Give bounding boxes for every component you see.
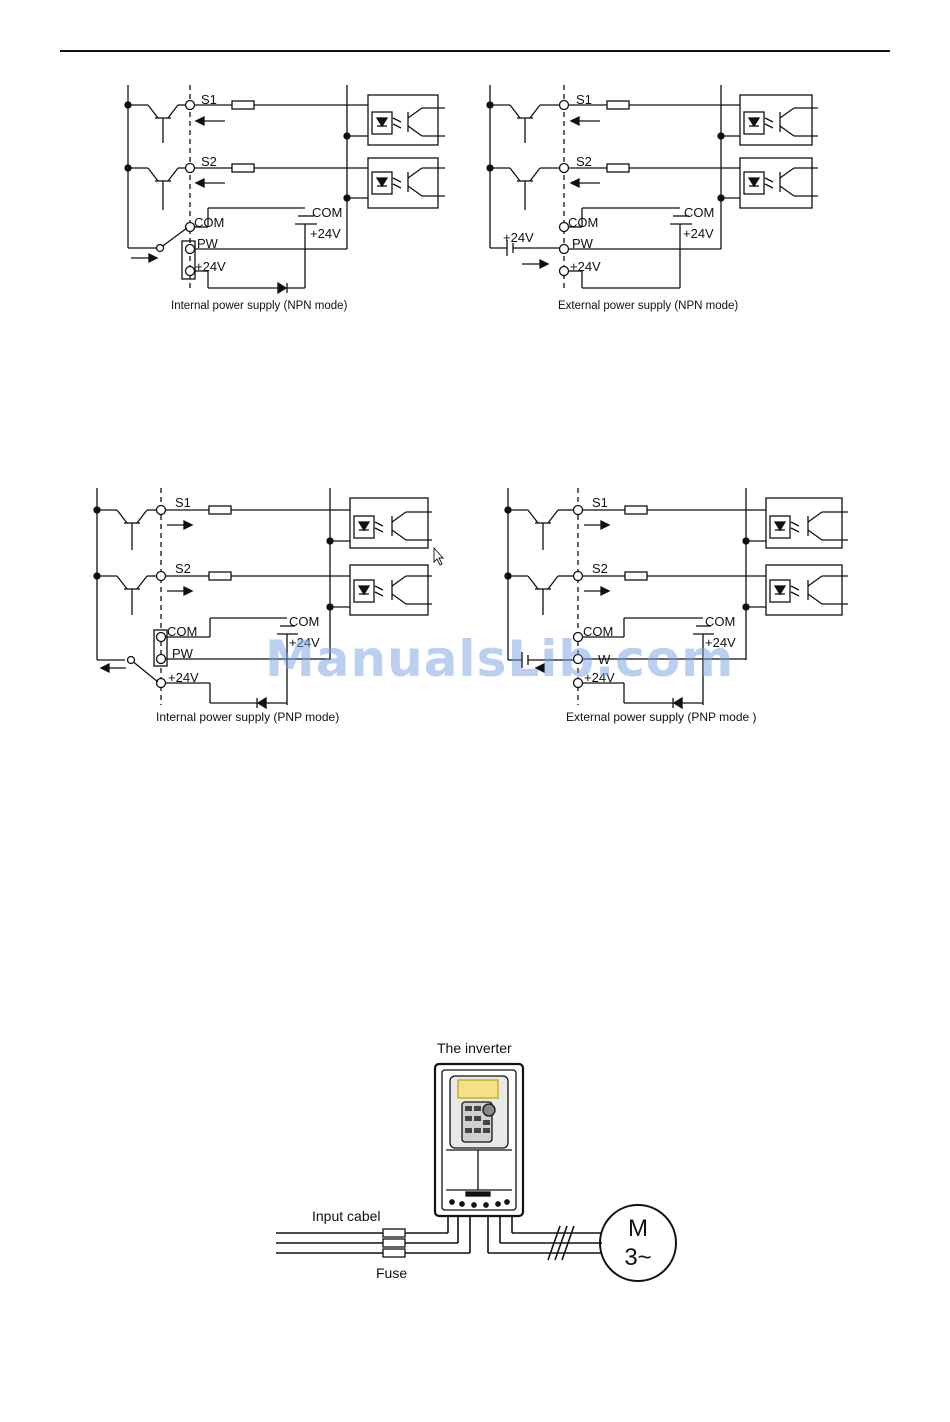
motor-m-label: M xyxy=(628,1215,648,1242)
d2-24v-left-label: +24V xyxy=(570,259,601,274)
d1-24v-left-label: +24V xyxy=(195,259,226,274)
d1-pw-label: PW xyxy=(197,236,219,251)
d3-24v-left-label: +24V xyxy=(168,670,199,685)
caption-pnp-external: External power supply (PNP mode ) xyxy=(566,710,757,724)
d3-pw-label: PW xyxy=(172,646,194,661)
d3-s1-label: S1 xyxy=(175,495,191,510)
d2-com-left-label: COM xyxy=(568,215,598,230)
motor-phase-label: 3~ xyxy=(624,1244,651,1271)
d1-s1-label: S1 xyxy=(201,92,217,107)
input-cable-label: Input cabel xyxy=(312,1208,381,1224)
d3-com-right-label: COM xyxy=(289,614,319,629)
d1-24v-right-label: +24V xyxy=(310,226,341,241)
d2-s1-label: S1 xyxy=(576,92,592,107)
d1-com-right-label: COM xyxy=(312,205,342,220)
d4-s1-label: S1 xyxy=(592,495,608,510)
watermark: ManualsLib.com xyxy=(265,630,705,690)
d2-s2-label: S2 xyxy=(576,154,592,169)
inverter-title: The inverter xyxy=(437,1040,512,1056)
caption-npn-external: External power supply (NPN mode) xyxy=(558,300,738,312)
diagram-npn-internal xyxy=(125,85,445,293)
diagram-npn-external xyxy=(487,85,818,290)
d1-com-left-label: COM xyxy=(194,215,224,230)
inverter-figure xyxy=(276,1064,676,1281)
d2-com-right-label: COM xyxy=(684,205,714,220)
fuse-label: Fuse xyxy=(376,1265,407,1281)
d3-s2-label: S2 xyxy=(175,561,191,576)
d2-pw-label: PW xyxy=(572,236,594,251)
d3-com-left-label: COM xyxy=(167,624,197,639)
d2-24v-ext-label: +24V xyxy=(503,230,534,245)
d2-24v-right-label: +24V xyxy=(683,226,714,241)
d4-s2-label: S2 xyxy=(592,561,608,576)
d4-com-right-label: COM xyxy=(705,614,735,629)
d1-s2-label: S2 xyxy=(201,154,217,169)
caption-pnp-internal: Internal power supply (PNP mode) xyxy=(156,710,339,724)
caption-npn-internal: Internal power supply (NPN mode) xyxy=(171,300,348,312)
